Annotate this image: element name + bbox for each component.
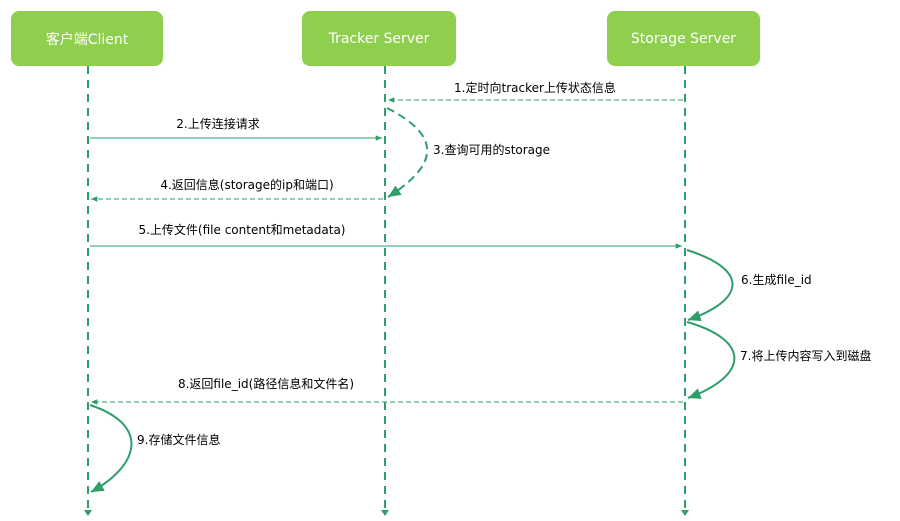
message-1-label: 1.定时向tracker上传状态信息: [454, 80, 616, 95]
actor-storage-server: Storage Server: [607, 11, 760, 66]
message-7-arrow: [686, 321, 736, 399]
message-4-label: 4.返回信息(storage的ip和端口): [160, 177, 333, 192]
lifeline-end-client: [84, 510, 92, 516]
actor-tracker-label: Tracker Server: [328, 30, 430, 47]
message-7-label: 7.将上传内容写入到磁盘: [740, 348, 871, 363]
message-3-arrow: [386, 107, 429, 198]
lifeline-end-tracker: [381, 510, 389, 516]
message-9-label: 9.存储文件信息: [137, 432, 220, 447]
actor-tracker-server: Tracker Server: [302, 11, 456, 66]
message-3-label: 3.查询可用的storage: [433, 142, 550, 157]
message-2-label: 2.上传连接请求: [176, 116, 259, 131]
actor-client-label: 客户端Client: [45, 31, 129, 48]
actor-client: 客户端Client: [11, 11, 163, 66]
message-6-label: 6.生成file_id: [741, 273, 812, 287]
actor-storage-label: Storage Server: [630, 30, 737, 47]
message-6-arrow: [686, 249, 734, 322]
message-8-label: 8.返回file_id(路径信息和文件名): [178, 376, 354, 391]
lifeline-end-storage: [681, 510, 689, 516]
message-9-arrow: [89, 404, 133, 493]
message-5-label: 5.上传文件(file content和metadata): [138, 222, 345, 237]
